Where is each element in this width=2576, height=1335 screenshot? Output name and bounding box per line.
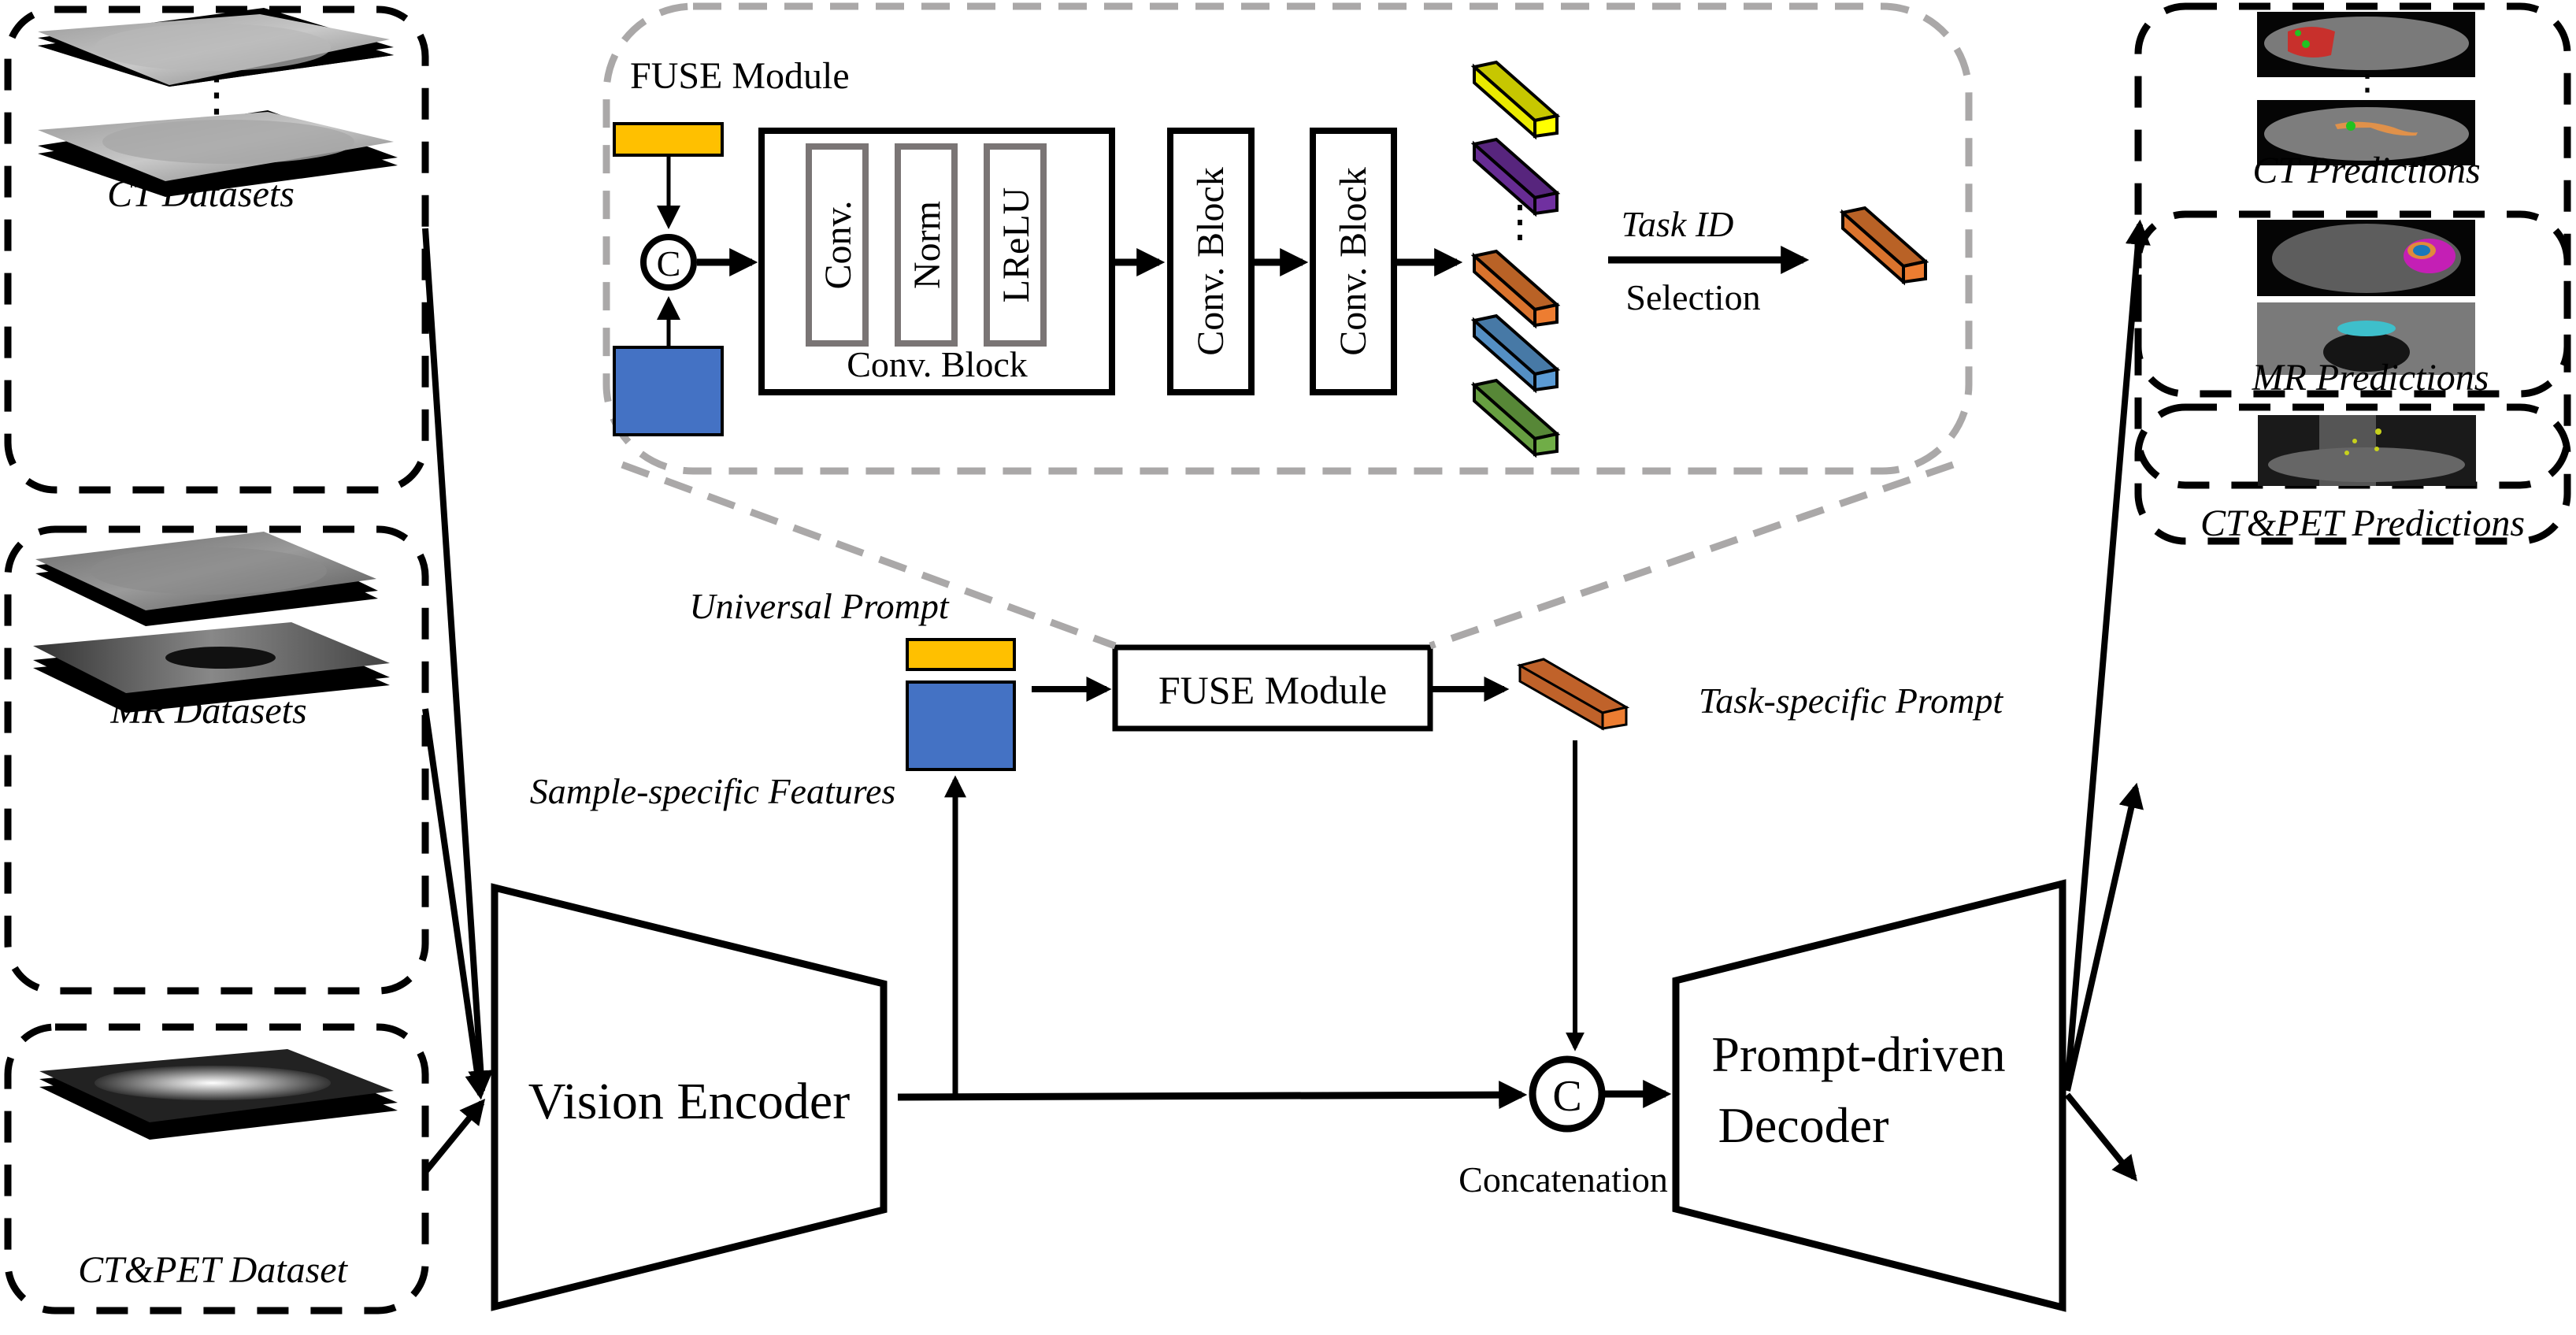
ct-prediction-image-1 bbox=[2257, 12, 2475, 77]
mr-prediction-image-1 bbox=[2257, 220, 2475, 296]
ct-volume-stack-2 bbox=[38, 110, 398, 197]
fuse-concat-symbol: C bbox=[657, 243, 681, 284]
sample-features-label: Sample-specific Features bbox=[530, 771, 896, 811]
concat-node: C bbox=[1529, 1055, 1606, 1133]
mr-predictions-group: MR Predictions bbox=[2134, 210, 2571, 399]
mr-volume-stack-2 bbox=[33, 622, 390, 713]
ctpet-predictions-group: CT&PET Predictions bbox=[2134, 403, 2571, 545]
fuse-module-block: FUSE Module bbox=[1112, 644, 1433, 732]
universal-prompt-block bbox=[906, 638, 1016, 671]
task-id-label: Task ID bbox=[1622, 204, 1734, 244]
ctpet-dataset-label: CT&PET Dataset bbox=[78, 1249, 349, 1291]
task-prompt-cubes bbox=[1470, 60, 1561, 458]
mr-predictions-box bbox=[2134, 210, 2571, 398]
arrow-decoder-to-ct bbox=[2064, 219, 2151, 1088]
vision-encoder-label: Vision Encoder bbox=[528, 1073, 850, 1130]
task-prompt-cube-3 bbox=[1470, 249, 1561, 329]
selection-label: Selection bbox=[1625, 277, 1760, 317]
zoom-connector-left bbox=[621, 461, 1117, 650]
mr-datasets-label: MR Datasets bbox=[109, 690, 306, 732]
conv-layer-label: Conv. bbox=[817, 201, 859, 290]
concat-symbol: C bbox=[1552, 1072, 1581, 1121]
norm-layer bbox=[895, 143, 958, 347]
conv-block-1: Conv. Norm LReLU Conv. Block bbox=[758, 128, 1115, 395]
mr-datasets-group: MR Datasets bbox=[4, 525, 429, 995]
ct-prediction-image-2 bbox=[2257, 100, 2475, 165]
arrow-ctpet-to-encoder bbox=[422, 1099, 486, 1174]
ctpet-volume-stack bbox=[39, 1049, 398, 1140]
ctpet-dataset-group: CT&PET Dataset bbox=[4, 1023, 429, 1315]
conv-block-1-label: Conv. Block bbox=[847, 344, 1028, 384]
decoder-label-line1: Prompt-driven bbox=[1711, 1026, 2005, 1082]
fuse-universal-prompt-block bbox=[613, 122, 724, 157]
arrow-decoder-to-mr bbox=[2064, 782, 2144, 1092]
ct-volume-stack-1 bbox=[38, 8, 394, 87]
ctpet-predictions-box bbox=[2134, 403, 2571, 545]
decoder-label-line2: Decoder bbox=[1718, 1097, 1889, 1153]
zoom-connector-right bbox=[1429, 461, 1955, 650]
lrelu-layer-label: LReLU bbox=[995, 187, 1037, 303]
task-prompt-cube-5 bbox=[1470, 378, 1561, 458]
arrow-ct-to-encoder bbox=[422, 228, 494, 1096]
fuse-detail-panel: FUSE Module C Conv. Norm LReLU Conv. Blo… bbox=[602, 2, 1973, 650]
arrow-encoder-to-concat bbox=[897, 1081, 1528, 1110]
conv-block-3: Conv. Block bbox=[1310, 128, 1397, 395]
fuse-module-label: FUSE Module bbox=[1158, 668, 1387, 712]
mr-predictions-label: MR Predictions bbox=[2252, 357, 2489, 399]
fuse-panel-title: FUSE Module bbox=[630, 55, 850, 97]
norm-layer-label: Norm bbox=[906, 201, 948, 289]
ct-datasets-label: CT Datasets bbox=[107, 173, 295, 215]
vision-encoder: Vision Encoder bbox=[491, 883, 888, 1311]
mr-volume-stack-1 bbox=[35, 532, 378, 626]
fuse-sample-features-block bbox=[613, 346, 724, 436]
concatenation-label: Concatenation bbox=[1458, 1159, 1668, 1200]
fuse-concat-node: C bbox=[640, 234, 697, 291]
mr-datasets-box bbox=[4, 525, 429, 995]
arrow-decoder-to-ctpet bbox=[2064, 1092, 2138, 1181]
universal-prompt-label: Universal Prompt bbox=[689, 586, 949, 626]
ct-datasets-ellipsis: ⋮ bbox=[193, 69, 240, 121]
ctpet-prediction-image bbox=[2258, 415, 2476, 486]
conv-block-2: Conv. Block bbox=[1167, 128, 1255, 395]
task-prompt-cube-1 bbox=[1470, 60, 1561, 140]
task-prompt-cube-2 bbox=[1470, 137, 1561, 217]
conv-layer bbox=[806, 143, 869, 347]
task-prompts-ellipsis: ⋮ bbox=[1498, 198, 1542, 247]
prompt-driven-decoder: Prompt-driven Decoder bbox=[1672, 879, 2066, 1312]
conv-block-3-label: Conv. Block bbox=[1332, 167, 1374, 356]
selected-prompt-cube bbox=[1839, 206, 1929, 286]
task-specific-prompt-cube bbox=[1517, 658, 1630, 731]
sample-features-block bbox=[906, 680, 1016, 771]
task-specific-prompt-label: Task-specific Prompt bbox=[1699, 680, 2004, 721]
arrow-mr-to-encoder bbox=[422, 708, 491, 1100]
task-prompt-cube-4 bbox=[1470, 313, 1561, 394]
ct-datasets-group: ⋮ CT Datasets bbox=[4, 6, 429, 494]
ctpet-predictions-label: CT&PET Predictions bbox=[2200, 502, 2525, 544]
lrelu-layer bbox=[984, 143, 1047, 347]
conv-block-2-label: Conv. Block bbox=[1190, 167, 1232, 356]
selected-task-prompt-cube bbox=[1839, 206, 1929, 286]
ct-predictions-label: CT Predictions bbox=[2252, 150, 2480, 191]
fuse-panel-border bbox=[602, 2, 1973, 475]
mr-prediction-image-2 bbox=[2257, 302, 2475, 375]
